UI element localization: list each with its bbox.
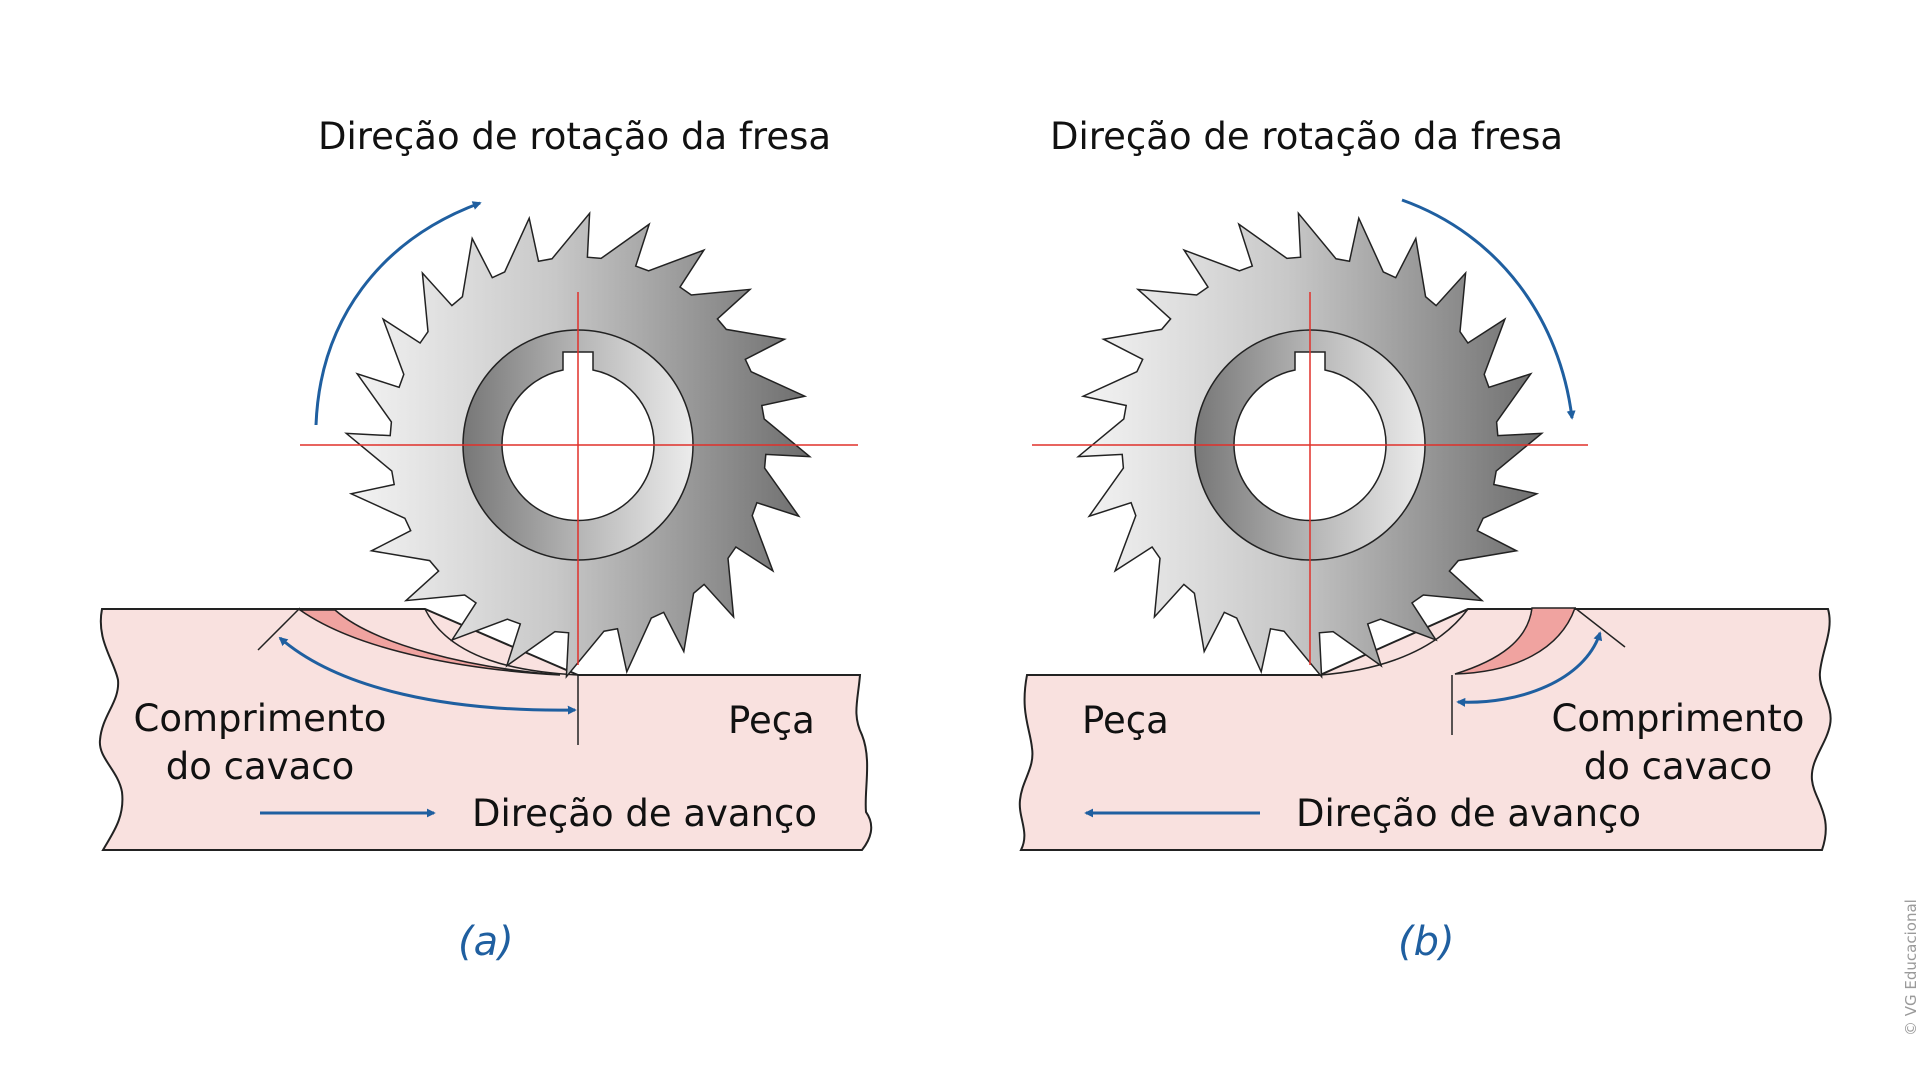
workpiece-b <box>1018 608 1832 851</box>
chip-length-label-b: Comprimento do cavaco <box>1538 695 1818 791</box>
rotation-arrow-b <box>1401 198 1576 420</box>
chip-start-line-b <box>1574 607 1626 648</box>
workpiece-cut-edge-b <box>1319 608 1469 676</box>
feed-label-a: Direção de avanço <box>472 792 818 835</box>
rotation-arrow-a <box>314 201 482 426</box>
chip-length-arrow-a <box>278 636 577 715</box>
panel-a <box>98 201 873 851</box>
chip-length-label-a: Comprimento do cavaco <box>120 695 400 791</box>
feed-label-b: Direção de avanço <box>1296 792 1642 835</box>
chip-length-line1-a: Comprimento <box>133 697 387 740</box>
credit-text: © VG Educacional <box>1902 899 1920 1036</box>
rotation-label-a: Direção de rotação da fresa <box>318 115 832 158</box>
chip-length-line1-b: Comprimento <box>1551 697 1805 740</box>
chip-length-line2-a: do cavaco <box>165 745 355 788</box>
caption-a: (a) <box>458 919 514 965</box>
chip-start-line-a <box>257 607 301 651</box>
caption-b: (b) <box>1398 919 1455 965</box>
panel-b <box>1018 198 1832 851</box>
rotation-label-b: Direção de rotação da fresa <box>1050 115 1564 158</box>
chip-length-line2-b: do cavaco <box>1583 745 1773 788</box>
workpiece-label-b: Peça <box>1082 699 1169 742</box>
workpiece-label-a: Peça <box>728 699 815 742</box>
chip-length-arrow-b <box>1456 631 1603 707</box>
